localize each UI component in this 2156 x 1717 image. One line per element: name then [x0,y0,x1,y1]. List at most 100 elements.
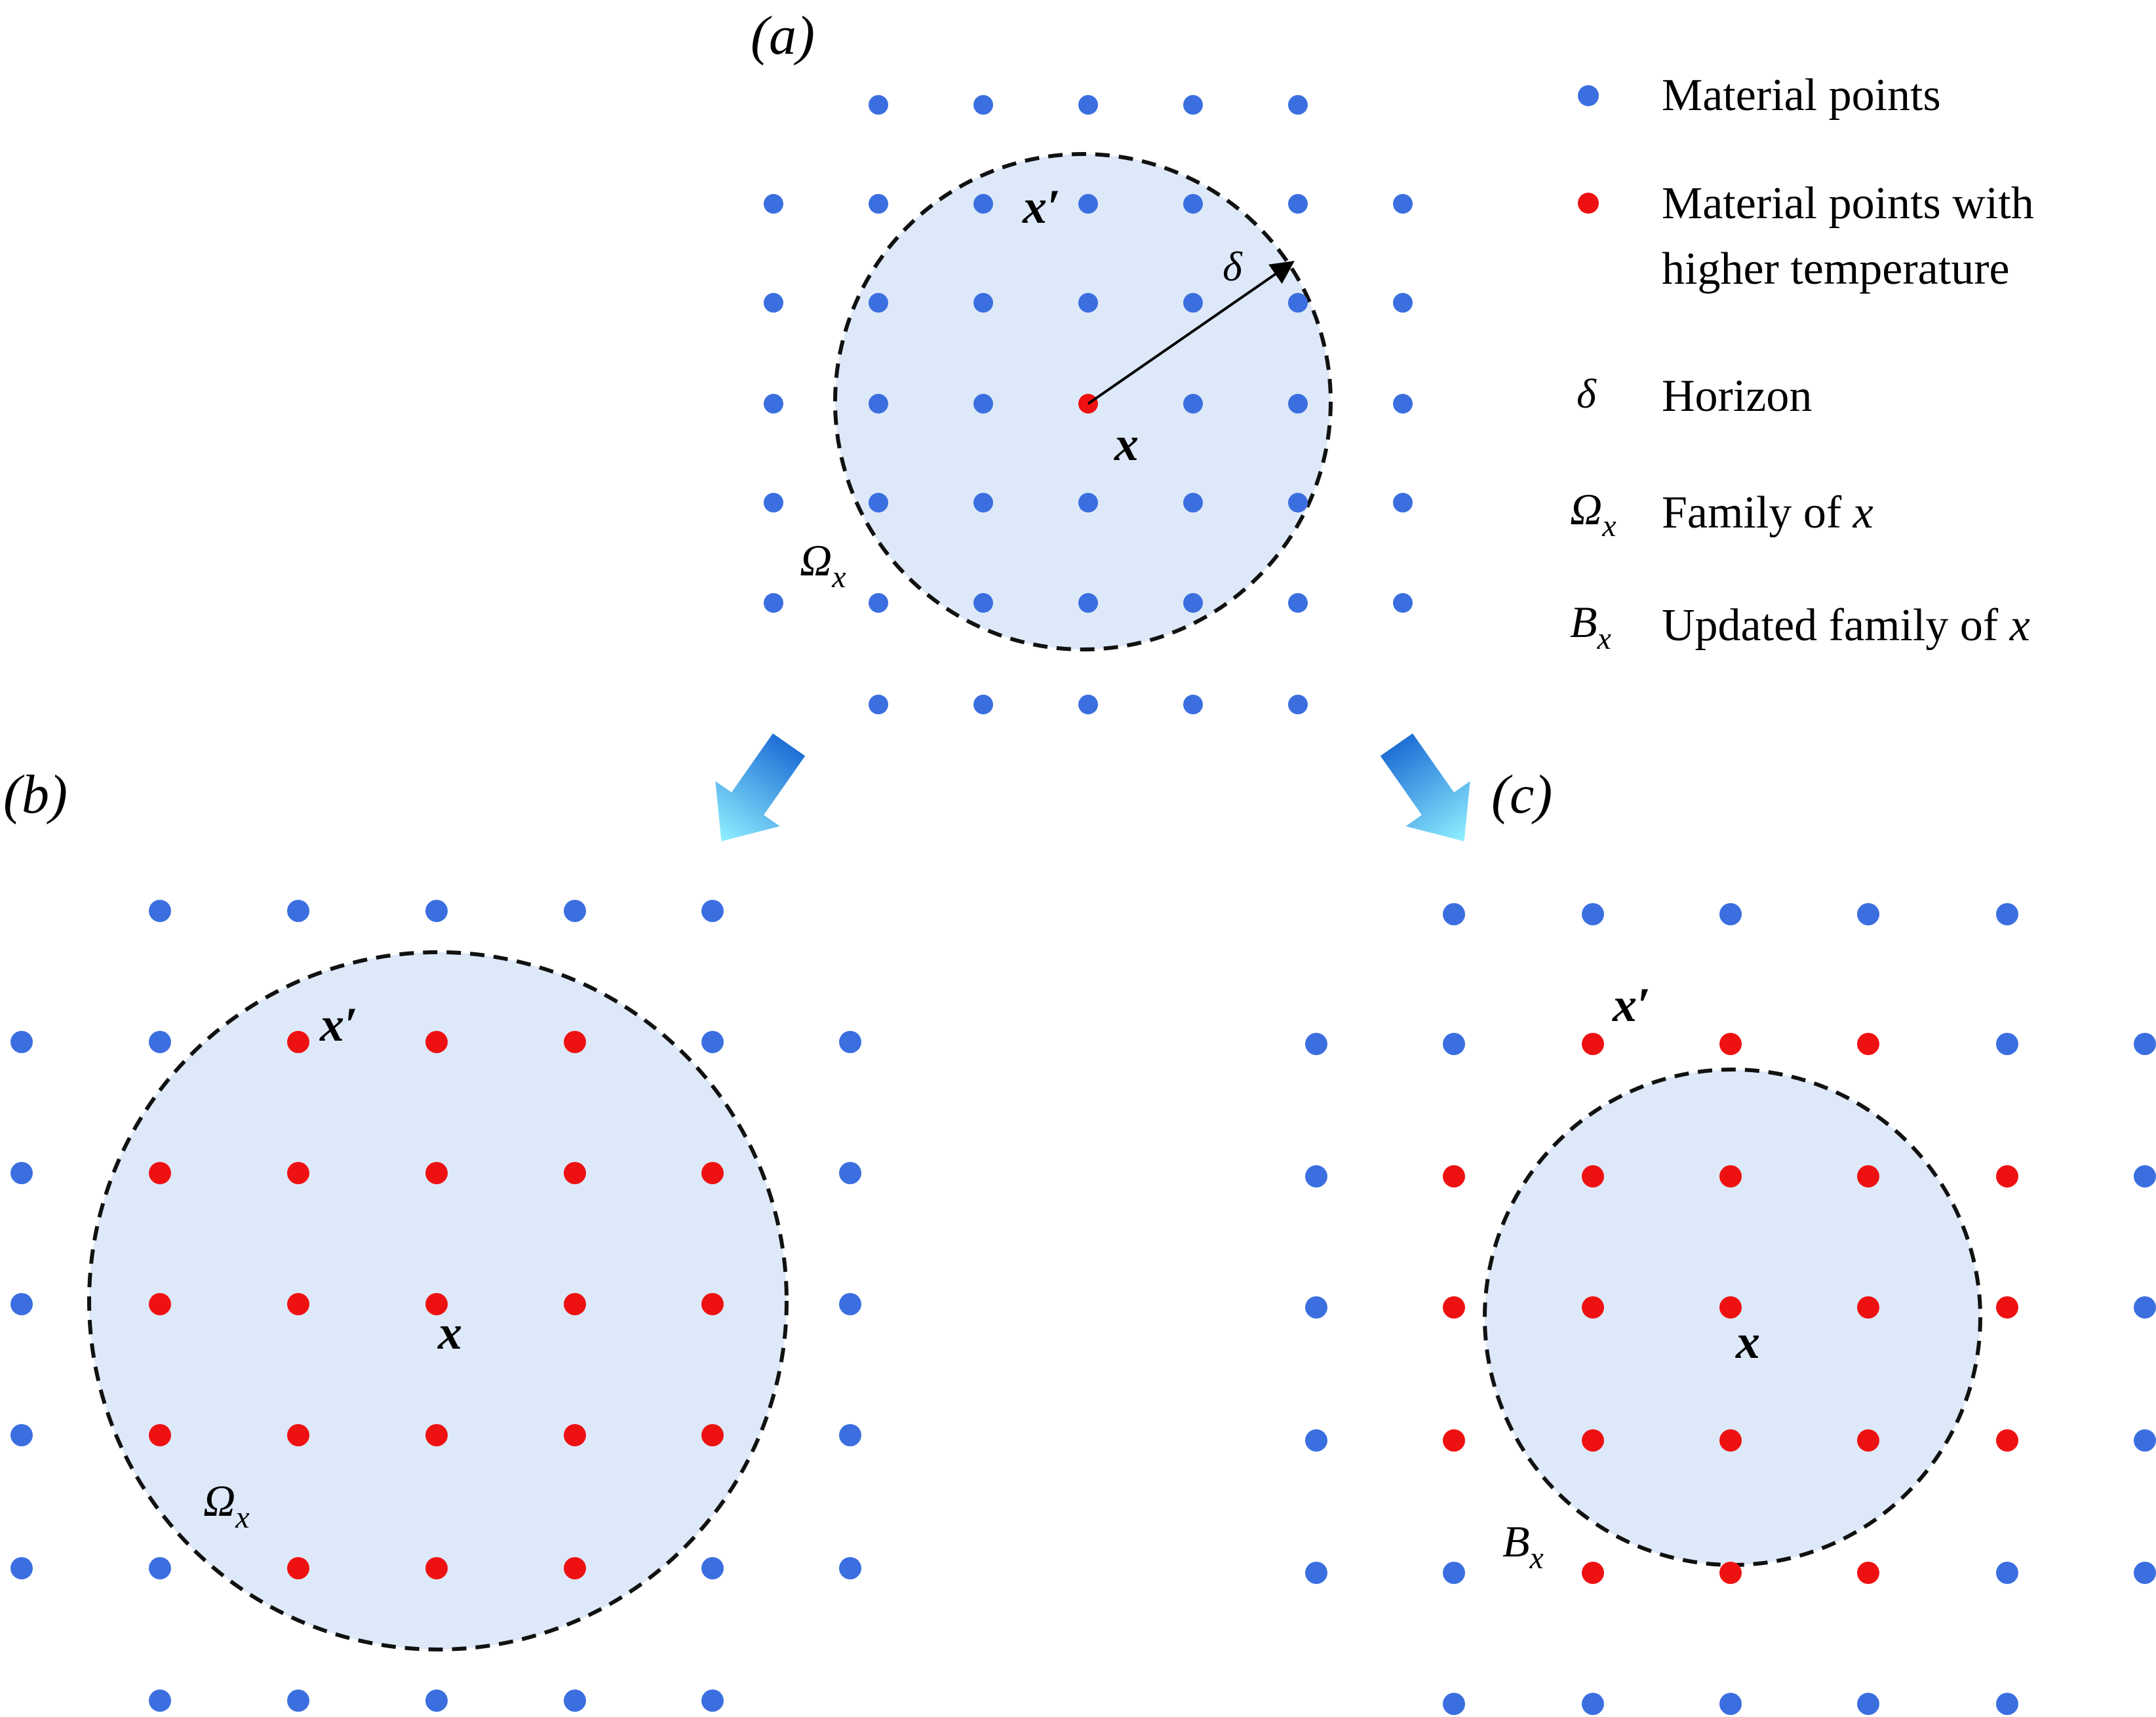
hot-material-point-c [1719,1033,1742,1055]
hot-material-point-b [564,1557,586,1579]
material-point-c [1996,1033,2018,1055]
material-point-a [764,493,783,512]
hot-material-point-c [1443,1296,1465,1319]
hot-material-point-b [425,1424,448,1446]
material-point-b [839,1557,861,1579]
material-points-a [764,95,1413,714]
material-point-c [1996,903,2018,925]
legend-hot-points-text-line1: Material points with [1662,178,2034,229]
material-point-b [839,1162,861,1184]
material-point-c [2134,1033,2156,1055]
hot-material-point-b [149,1424,171,1446]
material-point-a [973,593,993,613]
material-point-b [149,900,171,922]
material-point-a [1288,293,1308,313]
material-point-a [1183,194,1203,214]
material-point-b [839,1031,861,1053]
legend: Material points Material points with hig… [1570,70,2034,656]
hot-material-point-b [701,1424,724,1446]
material-point-a [1078,95,1098,115]
material-point-a [1183,593,1203,613]
legend-material-points-text: Material points [1662,70,1941,121]
hot-material-point-c [1857,1562,1879,1584]
material-point-c [2134,1562,2156,1584]
hot-material-point-c [1857,1429,1879,1452]
hot-material-point-b [564,1293,586,1315]
material-point-c [1719,903,1742,925]
legend-material-point-marker [1578,85,1599,106]
material-point-c [2134,1296,2156,1319]
material-point-a [1288,493,1308,512]
material-point-c [2134,1429,2156,1452]
material-point-a [1183,493,1203,512]
legend-hot-points-text-line2: higher temperature [1662,244,2010,294]
material-point-a [1183,95,1203,115]
horizon-radius-arrow [1087,260,1295,405]
hot-material-point-c [1443,1165,1465,1187]
hot-material-point-b [149,1293,171,1315]
material-point-b [701,1031,724,1053]
hot-material-point-c [1582,1033,1604,1055]
material-point-b [425,900,448,922]
hot-material-point-c [1857,1165,1879,1187]
delta-label: δ [1223,243,1243,290]
material-points-c [1305,903,2156,1715]
x-label-a: x [1114,417,1139,471]
material-point-a [764,593,783,613]
material-point-a [1183,695,1203,714]
material-point-b [149,1557,171,1579]
material-point-c [1443,1693,1465,1715]
material-point-c [1857,1693,1879,1715]
material-point-c [1443,1033,1465,1055]
legend-horizon-text: Horizon [1662,371,1812,421]
material-point-a [1183,293,1203,313]
hot-material-point-b [425,1293,448,1315]
hot-material-point-b [287,1424,309,1446]
material-point-c [1305,1429,1327,1452]
material-point-c [1582,1693,1604,1715]
hot-material-point-b [287,1162,309,1184]
material-point-b [701,1689,724,1712]
arrow-a-to-b-icon [715,733,806,841]
material-point-a [1183,394,1203,414]
material-point-a [1393,394,1413,414]
hot-material-point-c [1582,1429,1604,1452]
material-point-a [869,194,888,214]
material-point-a [1288,95,1308,115]
legend-delta-symbol: δ [1577,370,1597,417]
panel-c-label: (c) [1491,764,1552,825]
hot-material-point-c [1996,1165,2018,1187]
family-label-c: Bx [1502,1516,1544,1575]
material-point-c [1305,1165,1327,1187]
material-point-c [1996,1693,2018,1715]
material-point-a [869,695,888,714]
material-point-a [973,95,993,115]
material-point-a [1393,194,1413,214]
material-points-b [10,900,861,1712]
material-point-a [1078,194,1098,214]
material-point-a [764,194,783,214]
material-point-a [1393,493,1413,512]
material-point-b [10,1162,33,1184]
hot-material-point-b [149,1162,171,1184]
hot-material-point-b [287,1557,309,1579]
material-point-a [764,394,783,414]
hot-material-point-b [564,1031,586,1053]
material-point-c [1305,1296,1327,1319]
material-point-c [1996,1562,2018,1584]
hot-material-point-b [564,1162,586,1184]
material-point-a [869,293,888,313]
family-label-b: Ωx [203,1476,250,1535]
legend-updated-family-text: Updated family of x [1662,600,2030,651]
material-point-a [973,394,993,414]
hot-material-point-b [425,1557,448,1579]
material-point-a [973,695,993,714]
hot-material-point-b [701,1293,724,1315]
hot-material-point-c [1582,1165,1604,1187]
material-point-b [10,1557,33,1579]
hot-material-point-c [1582,1562,1604,1584]
material-point-a [1288,695,1308,714]
material-point-a [1288,394,1308,414]
material-point-c [1582,903,1604,925]
